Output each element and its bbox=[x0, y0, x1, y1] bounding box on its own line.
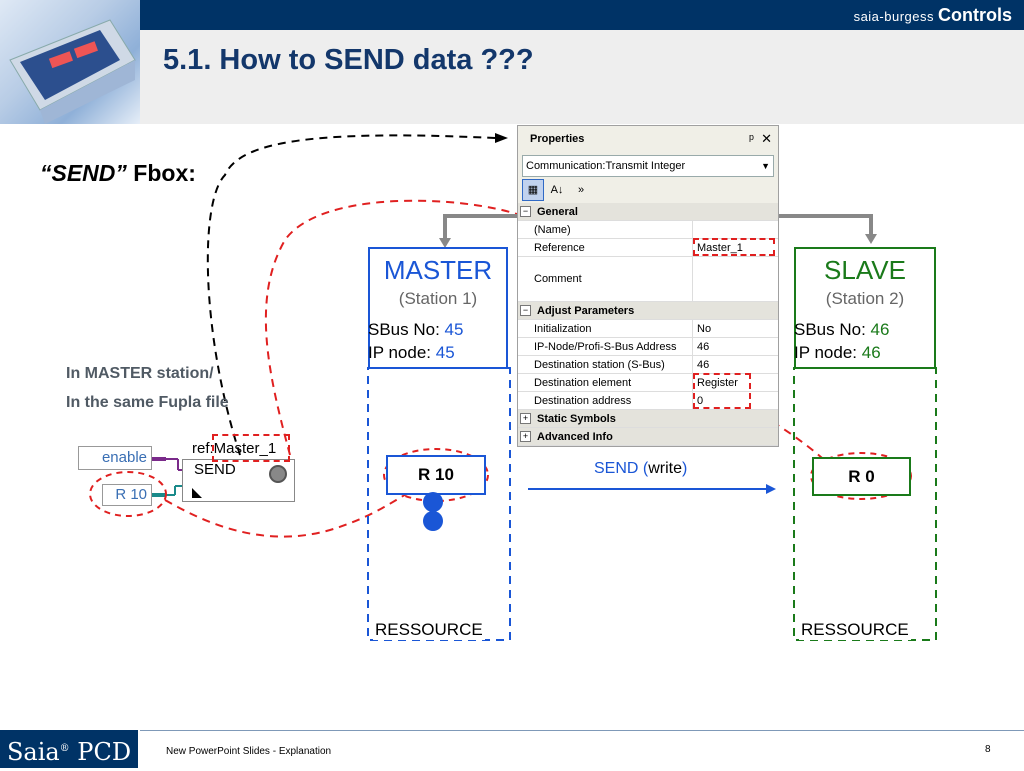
footer-note: New PowerPoint Slides - Explanation bbox=[166, 746, 332, 757]
product-image bbox=[0, 0, 140, 124]
master-title: MASTER bbox=[383, 255, 493, 285]
register-dot-2 bbox=[423, 511, 443, 531]
close-icon[interactable]: ✕ bbox=[761, 131, 772, 146]
master-subtitle: (Station 1) bbox=[398, 289, 478, 308]
properties-toolbar: ▦ A↓ » bbox=[518, 177, 778, 203]
expand-icon[interactable]: + bbox=[520, 413, 531, 425]
master-sbus: SBus No: 45 bbox=[368, 320, 464, 339]
top-bar bbox=[0, 0, 1024, 30]
category-general[interactable]: −General bbox=[518, 203, 778, 221]
reference-highlight bbox=[693, 238, 775, 256]
slave-station-box: SLAVE (Station 2) bbox=[794, 247, 936, 369]
category-static-symbols[interactable]: +Static Symbols bbox=[518, 409, 778, 428]
property-row[interactable]: (Name) bbox=[518, 220, 778, 239]
slave-subtitle: (Station 2) bbox=[825, 289, 905, 308]
slave-ipnode: IP node: 46 bbox=[794, 343, 881, 362]
note-line-2: In the same Fupla file bbox=[66, 394, 229, 411]
slave-resource-label: RESSOURCE bbox=[799, 620, 911, 640]
categorized-icon[interactable]: ▦ bbox=[522, 179, 544, 202]
object-selector[interactable]: Communication:Transmit Integer ▼ bbox=[522, 155, 774, 177]
ref-highlight bbox=[212, 434, 290, 462]
plc-device-icon bbox=[9, 19, 136, 124]
footer-line bbox=[140, 730, 1024, 731]
trigger-icon bbox=[192, 488, 202, 498]
properties-header: Properties ᵖ ✕ bbox=[518, 126, 778, 152]
property-row[interactable]: Comment bbox=[518, 256, 778, 302]
page-title: 5.1. How to SEND data ??? bbox=[163, 44, 534, 76]
master-register-r10[interactable]: R 10 bbox=[386, 455, 486, 495]
page-number: 8 bbox=[985, 744, 991, 755]
chevron-down-icon[interactable]: ▼ bbox=[761, 161, 770, 171]
master-station-box: MASTER (Station 1) bbox=[368, 247, 508, 369]
category-advanced-info[interactable]: +Advanced Info bbox=[518, 427, 778, 446]
destination-highlight bbox=[693, 373, 751, 409]
fbox-heading: “SEND” Fbox: bbox=[40, 160, 196, 186]
r10-input[interactable]: R 10 bbox=[102, 484, 152, 506]
property-row[interactable]: Destination station (S-Bus)46 bbox=[518, 355, 778, 374]
enable-input[interactable]: enable bbox=[78, 446, 152, 470]
collapse-icon[interactable]: − bbox=[520, 305, 531, 317]
sort-alpha-icon[interactable]: A↓ bbox=[550, 184, 564, 197]
properties-panel[interactable]: Properties ᵖ ✕ Communication:Transmit In… bbox=[517, 125, 779, 447]
expand-icon[interactable]: + bbox=[520, 431, 531, 443]
saia-pcd-logo: Saia® PCD bbox=[0, 730, 138, 768]
send-fbox-label: SEND bbox=[194, 461, 236, 478]
status-led-icon bbox=[269, 465, 287, 483]
send-write-label: SEND (write) bbox=[594, 460, 688, 477]
slave-title: SLAVE bbox=[824, 255, 906, 285]
expand-more-icon[interactable]: » bbox=[577, 184, 585, 197]
master-ipnode: IP node: 45 bbox=[368, 343, 455, 362]
master-resource-label: RESSOURCE bbox=[373, 620, 485, 640]
slave-sbus: SBus No: 46 bbox=[794, 320, 890, 339]
properties-title: Properties bbox=[530, 133, 585, 145]
send-fbox[interactable]: SEND bbox=[182, 459, 295, 502]
note-line-1: In MASTER station/ bbox=[66, 365, 214, 382]
category-adjust-parameters[interactable]: −Adjust Parameters bbox=[518, 301, 778, 320]
pin-icon[interactable]: ᵖ bbox=[748, 131, 754, 146]
slave-register-r0[interactable]: R 0 bbox=[812, 457, 911, 496]
register-dot-1 bbox=[423, 492, 443, 512]
collapse-icon[interactable]: − bbox=[520, 206, 531, 218]
